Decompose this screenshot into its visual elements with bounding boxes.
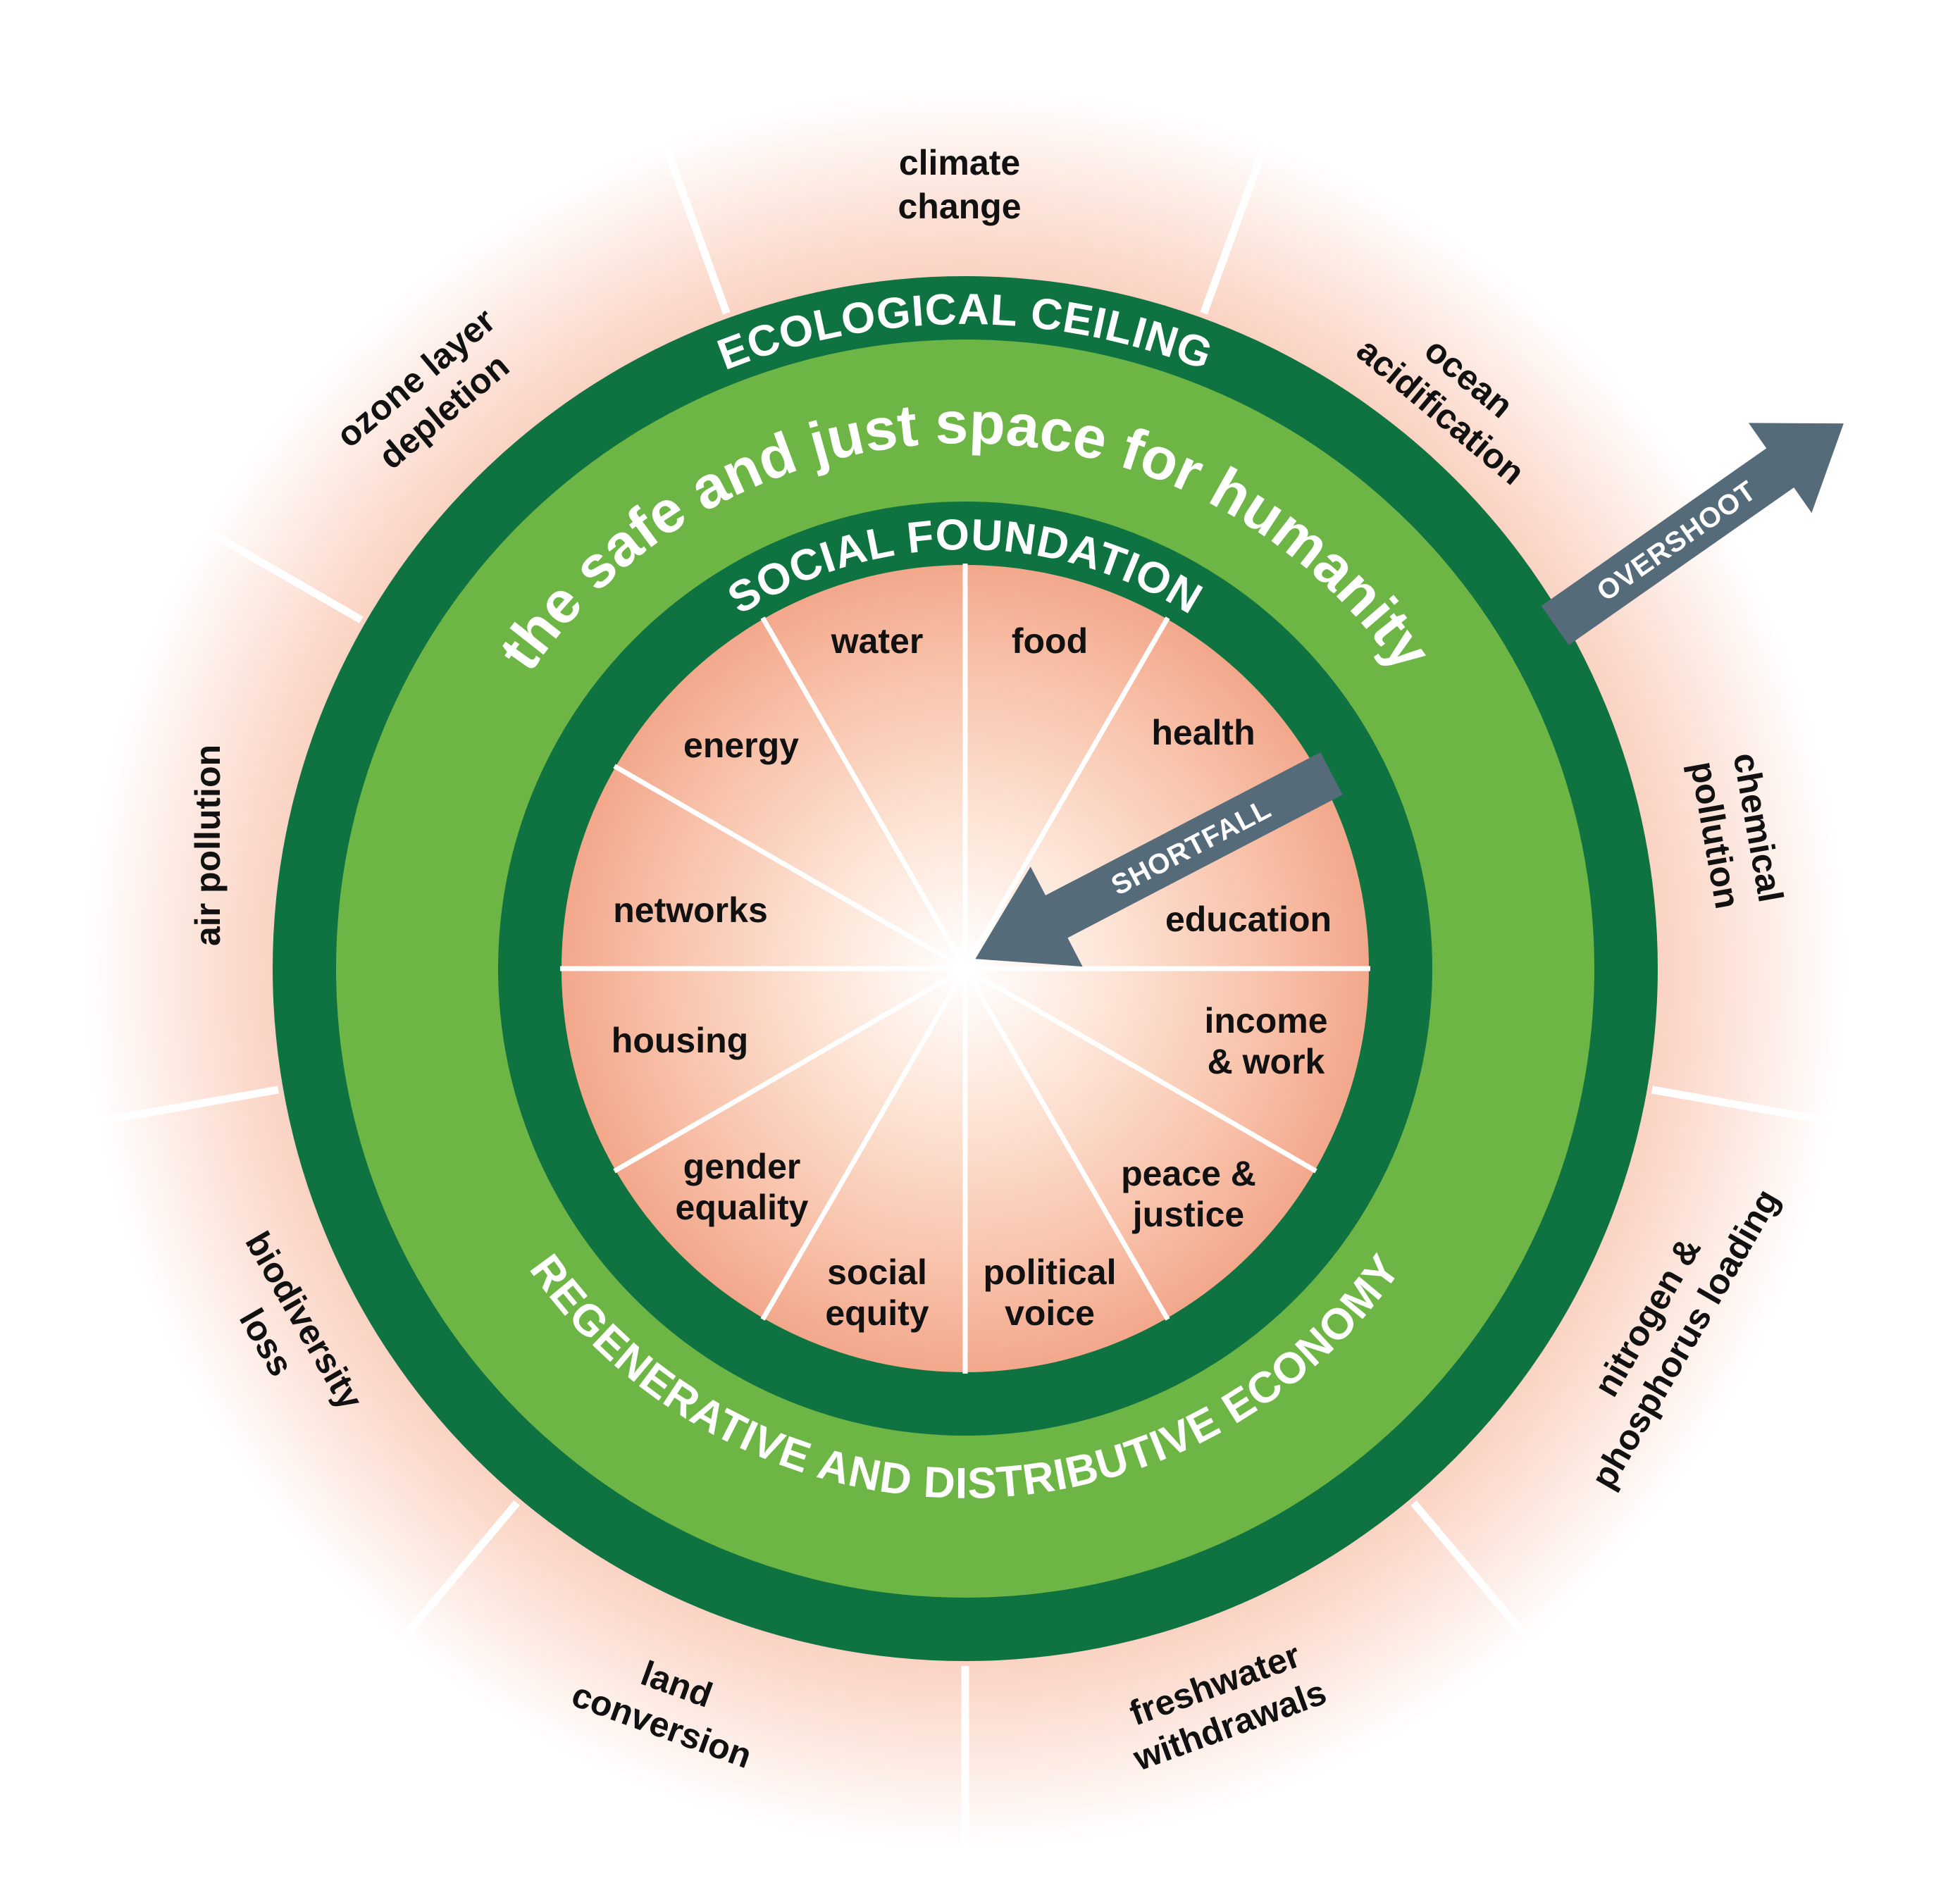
overshoot-arrow-shape bbox=[1541, 423, 1844, 645]
foundation-divider bbox=[760, 616, 968, 970]
ceiling-divider bbox=[1200, 40, 1306, 315]
foundation-dividers bbox=[560, 564, 1370, 1374]
ceiling-divider bbox=[1651, 1086, 1937, 1144]
peace-justice-label: peace &justice bbox=[1121, 1154, 1256, 1234]
ceiling-divider bbox=[328, 1500, 520, 1727]
foundation-divider bbox=[760, 967, 968, 1321]
ceiling-divider bbox=[624, 40, 731, 315]
food-label: food bbox=[1012, 621, 1088, 661]
foundation-divider bbox=[962, 967, 1170, 1321]
foundation-divider bbox=[964, 966, 1317, 1174]
ceiling-divider bbox=[1410, 1500, 1603, 1727]
housing-label: housing bbox=[612, 1021, 748, 1060]
income-work-label: income& work bbox=[1204, 1001, 1327, 1081]
education-label: education bbox=[1165, 900, 1332, 939]
foundation-divider bbox=[613, 764, 967, 971]
networks-label: networks bbox=[613, 890, 768, 930]
shortfall-arrow-shape bbox=[975, 752, 1343, 967]
air-pollution-label: air pollution bbox=[188, 745, 228, 946]
energy-label: energy bbox=[683, 726, 799, 765]
ceiling-divider bbox=[108, 472, 364, 623]
foundation-divider bbox=[962, 616, 1170, 970]
foundation-divider bbox=[613, 966, 967, 1174]
water-label: water bbox=[831, 621, 924, 661]
health-label: health bbox=[1151, 713, 1255, 752]
ceiling-divider bbox=[0, 1086, 279, 1143]
foundation-labels: water food health education income& work peac… bbox=[612, 621, 1332, 1333]
